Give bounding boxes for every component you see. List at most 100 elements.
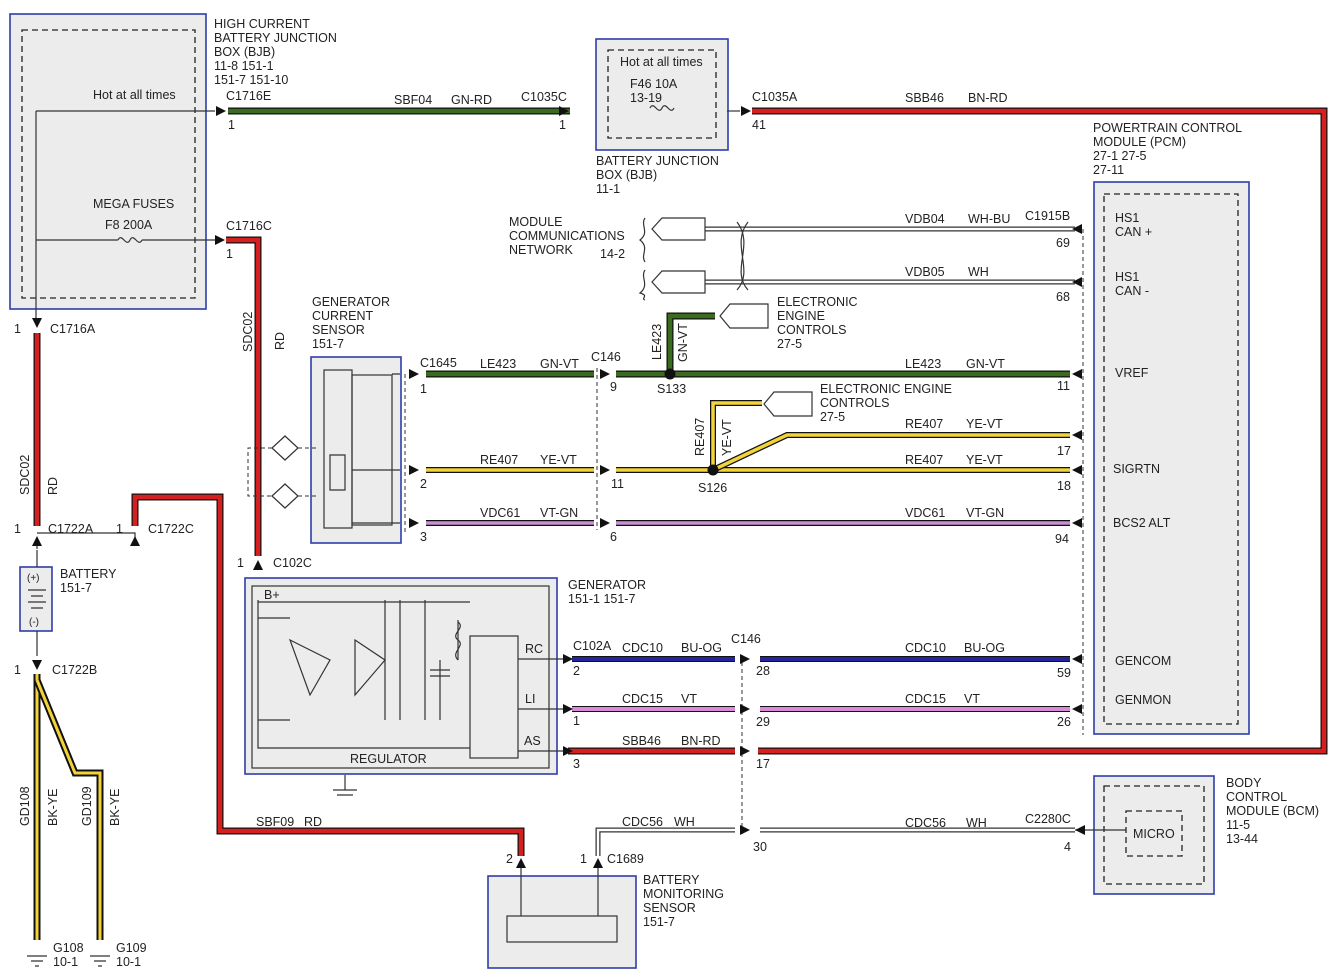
pcm-labels: POWERTRAIN CONTROL MODULE (PCM) 27-1 27-…: [1093, 121, 1242, 707]
battery-title: BATTERY: [60, 567, 117, 581]
pin: 26: [1057, 715, 1071, 729]
connector-c146a: C146: [591, 350, 621, 364]
connector-c1716c: C1716C: [226, 219, 272, 233]
bcm-l3: MODULE (BCM): [1226, 804, 1319, 818]
wire-label: VDC61: [905, 506, 945, 520]
wire-label: WH: [968, 265, 989, 279]
battery-ref: 151-7: [60, 581, 92, 595]
pin: 28: [756, 664, 770, 678]
pcm-sigrtn: SIGRTN: [1113, 462, 1160, 476]
pin: 1: [228, 118, 235, 132]
pcm-genmon: GENMON: [1115, 693, 1171, 707]
wire-label: RD: [273, 332, 287, 350]
wire-label: VT: [964, 692, 980, 706]
pcm-can-minus: CAN -: [1115, 284, 1149, 298]
pin: 17: [756, 757, 770, 771]
wire-label: GN-VT: [540, 357, 579, 371]
pin: 41: [752, 118, 766, 132]
pin: 1: [237, 556, 244, 570]
connector-c102a: C102A: [573, 639, 612, 653]
pin: 68: [1056, 290, 1070, 304]
fuse-f46-label: F46 10A: [630, 77, 678, 91]
pin: 2: [573, 664, 580, 678]
bcm-box: [1093, 775, 1215, 895]
high-current-bjb-labels: HIGH CURRENT BATTERY JUNCTION BOX (BJB) …: [93, 17, 337, 232]
g108-name: G108: [53, 941, 84, 955]
g109-ref: 10-1: [116, 955, 141, 969]
bms-labels: BATTERY MONITORING SENSOR 151-7: [643, 873, 724, 929]
pin: 30: [753, 840, 767, 854]
bcm-labels: BODY CONTROL MODULE (BCM) 11-5 13-44 MIC…: [1133, 776, 1319, 846]
wire-label: SBB46: [622, 734, 661, 748]
mega-fuses-label: MEGA FUSES: [93, 197, 174, 211]
g108-ref: 10-1: [53, 955, 78, 969]
gcs-labels: GENERATOR CURRENT SENSOR 151-7: [312, 295, 390, 351]
bjb-high-title2: BATTERY JUNCTION: [214, 31, 337, 45]
wire-label: LE423: [650, 324, 664, 360]
wire-label: GN-VT: [966, 357, 1005, 371]
wire-label: CDC10: [622, 641, 663, 655]
wire-label: RE407: [480, 453, 518, 467]
wire-label: GD108: [18, 786, 32, 826]
eec2-l2: CONTROLS: [820, 396, 889, 410]
pin: 1: [14, 522, 21, 536]
battery-plus: (+): [27, 573, 40, 584]
wire-label: WH: [674, 815, 695, 829]
gcs-l2: CURRENT: [312, 309, 373, 323]
generator-title: GENERATOR: [568, 578, 646, 592]
connector-c1716e: C1716E: [226, 89, 271, 103]
bjb-title2: BOX (BJB): [596, 168, 657, 182]
bjb-high-title3: BOX (BJB): [214, 45, 275, 59]
wire-label: BK-YE: [46, 788, 60, 826]
pin: 17: [1057, 444, 1071, 458]
bjb-labels: Hot at all times F46 10A 13-19 BATTERY J…: [596, 55, 719, 196]
pin: 2: [506, 852, 513, 866]
bjb-high-hot: Hot at all times: [93, 88, 176, 102]
pcm-can-plus: CAN +: [1115, 225, 1152, 239]
pin: 3: [420, 530, 427, 544]
connector-c1915b: C1915B: [1025, 209, 1070, 223]
bcm-ref1: 11-5: [1226, 818, 1250, 832]
pin: 11: [1057, 379, 1070, 393]
splice-s133: [664, 368, 676, 380]
wire-label: YE-VT: [966, 417, 1003, 431]
splice-label-s133: S133: [657, 382, 686, 396]
bms-ref: 151-7: [643, 915, 675, 929]
wire-label: CDC56: [905, 816, 946, 830]
wire-label: RD: [304, 815, 322, 829]
wire-label: CDC10: [905, 641, 946, 655]
pcm-gencom: GENCOM: [1115, 654, 1171, 668]
wire-label: BU-OG: [681, 641, 722, 655]
mcn-ref: 14-2: [600, 247, 625, 261]
pin: 1: [559, 118, 566, 132]
generator-li: LI: [525, 692, 535, 706]
pin: 1: [226, 247, 233, 261]
pin: 3: [573, 757, 580, 771]
connector-c102c: C102C: [273, 556, 312, 570]
bjb-high-ref2: 151-7 151-10: [214, 73, 288, 87]
generator-as: AS: [524, 734, 541, 748]
wire-label: SDC02: [241, 312, 255, 352]
bjb-fuse-box: [595, 38, 729, 151]
pcm-vref: VREF: [1115, 366, 1149, 380]
bcm-micro: MICRO: [1133, 827, 1175, 841]
pcm-ref2: 27-11: [1093, 163, 1124, 177]
eec1-l3: CONTROLS: [777, 323, 846, 337]
wire-label: VDC61: [480, 506, 520, 520]
generator-box: [244, 577, 558, 775]
pin: 2: [420, 477, 427, 491]
eec1-ref: 27-5: [777, 337, 802, 351]
bjb-high-title1: HIGH CURRENT: [214, 17, 310, 31]
connector-c1689: C1689: [607, 852, 644, 866]
connector-c1035a: C1035A: [752, 90, 798, 104]
connector-c1722c: C1722C: [148, 522, 194, 536]
battery-labels: BATTERY 151-7 (+) (-): [27, 567, 117, 628]
gcs-ref: 151-7: [312, 337, 344, 351]
wire-label: CDC56: [622, 815, 663, 829]
pin: 1: [14, 322, 21, 336]
bjb-title1: BATTERY JUNCTION: [596, 154, 719, 168]
wire-label: BN-RD: [968, 91, 1008, 105]
wire-label: RD: [46, 477, 60, 495]
pcm-title1: POWERTRAIN CONTROL: [1093, 121, 1242, 135]
eec2-ref: 27-5: [820, 410, 845, 424]
